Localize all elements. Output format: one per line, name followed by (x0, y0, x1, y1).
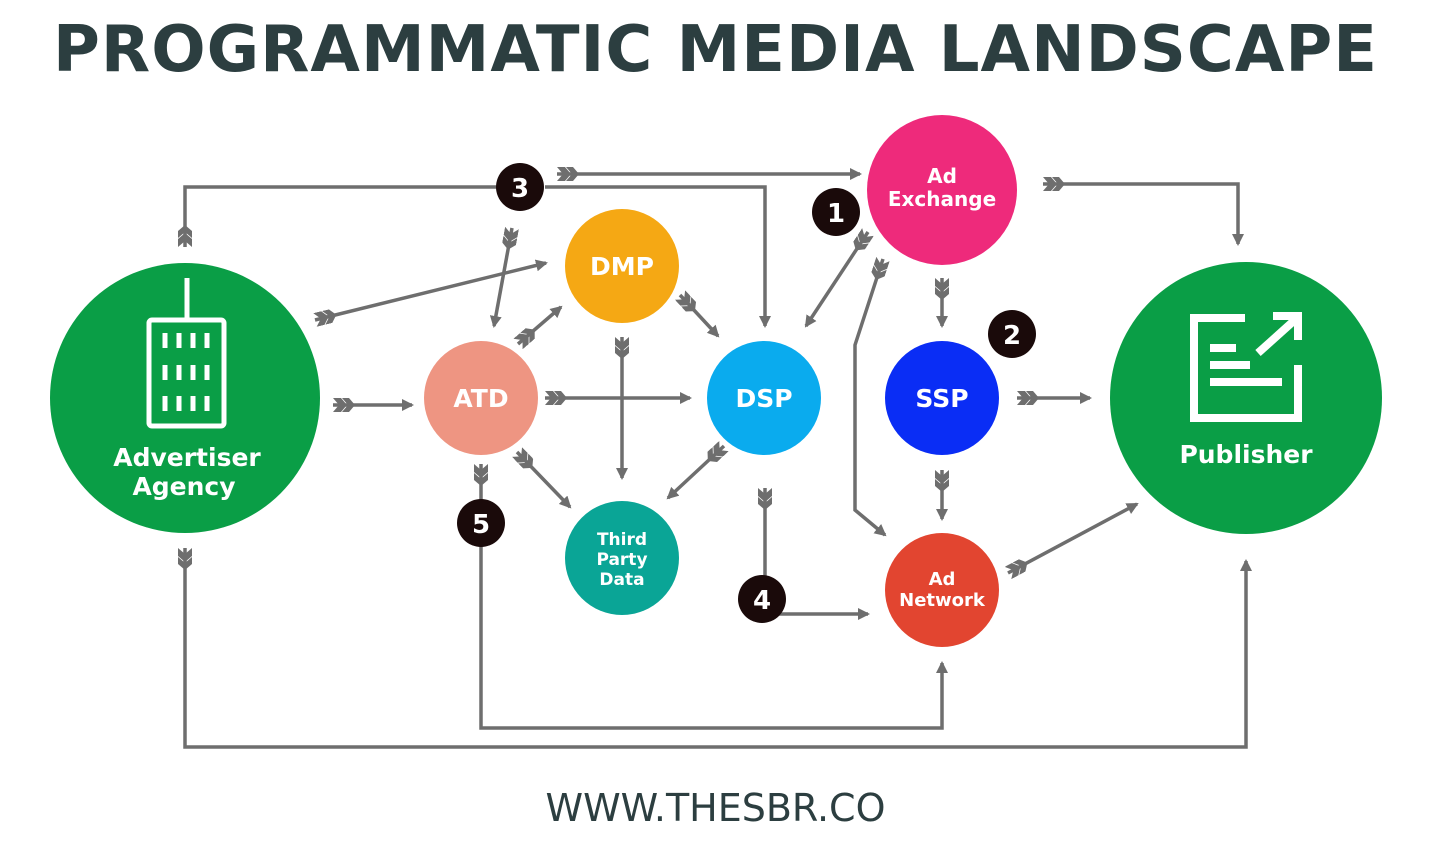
node-advertiser-agency: Advertiser Agency (50, 263, 320, 533)
arrow-adnetwork-to-publisher (1004, 502, 1139, 580)
svg-text:2: 2 (1003, 321, 1021, 351)
arrow-atd-to-adnetwork (474, 464, 948, 730)
arrow-advertiser-to-dmp (313, 259, 548, 327)
badge-4: 4 (738, 575, 786, 623)
page-title: PROGRAMMATIC MEDIA LANDSCAPE (53, 13, 1378, 87)
svg-text:4: 4 (753, 586, 771, 616)
arrow-dmp-to-dsp (674, 290, 720, 338)
building-icon (146, 278, 227, 429)
node-third-party-data: Third Party Data (565, 501, 679, 615)
arrow-advertiser-to-adexchange (178, 185, 497, 247)
arrow-adexchange-to-adnetwork (853, 256, 890, 537)
svg-text:5: 5 (472, 510, 490, 540)
node-ssp: SSP (885, 341, 999, 455)
advertiser-label-line2: Agency (132, 472, 235, 501)
node-publisher: Publisher (1110, 262, 1382, 534)
svg-text:1: 1 (827, 199, 845, 229)
atd-label: ATD (453, 384, 508, 413)
dmp-label: DMP (590, 252, 654, 281)
node-dsp: DSP (707, 341, 821, 455)
node-dmp: DMP (565, 209, 679, 323)
arrow-atd-to-dmp (513, 305, 563, 350)
arrow-adexchange-to-publisher (1043, 177, 1244, 246)
publisher-label: Publisher (1179, 440, 1313, 469)
adnetwork-label-line1: Ad (929, 569, 956, 590)
adexchange-label-line2: Exchange (888, 187, 996, 211)
dsp-label: DSP (735, 384, 792, 413)
footer-url: WWW.THESBR.CO (545, 786, 886, 830)
arrow-atd-to-thirdparty (511, 447, 572, 509)
thirdparty-label-line3: Data (599, 570, 644, 590)
ssp-label: SSP (915, 384, 968, 413)
advertiser-label-line1: Advertiser (113, 443, 261, 472)
badge-5: 5 (457, 499, 505, 547)
node-atd: ATD (424, 341, 538, 455)
svg-text:3: 3 (511, 174, 529, 204)
badge-3: 3 (496, 163, 544, 211)
thirdparty-label-line2: Party (596, 550, 647, 570)
publish-document-icon (1190, 312, 1302, 422)
arrow-advertiser-to-publisher (178, 548, 1252, 749)
badge-2: 2 (988, 310, 1036, 358)
badge-1: 1 (812, 188, 860, 236)
node-ad-exchange: Ad Exchange (867, 115, 1017, 265)
arrow-top-to-dsp (545, 185, 771, 328)
node-ad-network: Ad Network (885, 533, 999, 647)
arrow-to-atd-top (489, 226, 519, 328)
arrow-dsp-to-thirdparty (666, 440, 729, 500)
adnetwork-label-line2: Network (899, 590, 986, 611)
adexchange-label-line1: Ad (927, 164, 957, 188)
arrow-adexchange-to-dsp (804, 228, 874, 328)
thirdparty-label-line1: Third (597, 530, 647, 550)
connector-arrows (178, 167, 1252, 749)
